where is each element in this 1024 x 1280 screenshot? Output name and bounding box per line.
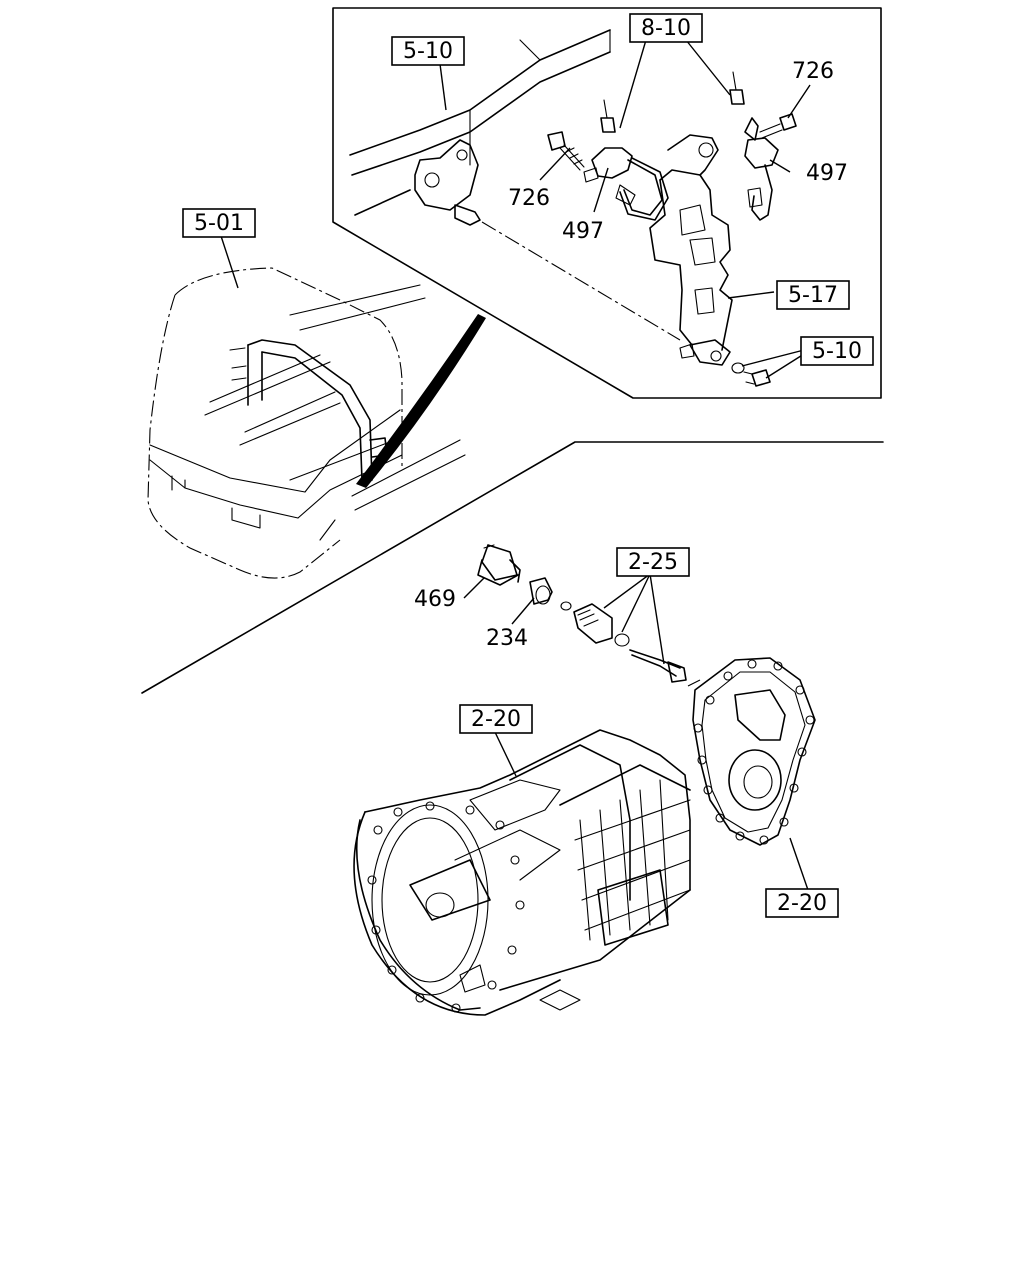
ref-text: 469 xyxy=(414,587,456,612)
detent-assembly-2-25 xyxy=(560,601,687,683)
bolt-hole xyxy=(759,835,769,845)
inset-frame xyxy=(332,7,882,399)
bolt-hole xyxy=(779,817,789,827)
bolt-hole xyxy=(451,1003,461,1013)
frame-rail xyxy=(349,29,611,216)
bolt-hole xyxy=(705,695,715,705)
ref-label-ref-234: 234 xyxy=(486,626,528,651)
shift-lever-5-17 xyxy=(649,134,733,366)
ref-text: 2-25 xyxy=(628,550,678,575)
bolt-726-right xyxy=(759,113,797,139)
frame-bracket xyxy=(414,139,481,226)
ref-label-ref-497-a: 497 xyxy=(806,161,848,186)
bolt-726-left xyxy=(547,131,585,171)
bolt-hole xyxy=(789,783,799,793)
bolt-hole xyxy=(367,875,377,885)
bolt-hole xyxy=(735,831,745,841)
bolt-hole xyxy=(510,855,520,865)
bolt-hole xyxy=(773,661,783,671)
ref-text: 8-10 xyxy=(641,16,691,41)
ref-text: 726 xyxy=(792,59,834,84)
bolt-hole xyxy=(747,659,757,669)
shift-cable xyxy=(356,314,486,488)
ref-label-ref-5-10-a: 5-10 xyxy=(391,36,465,66)
clip-8-10-lower xyxy=(600,99,616,133)
ref-text: 497 xyxy=(806,161,848,186)
ref-text: 5-10 xyxy=(403,39,453,64)
reference-labels: 5-10 8-10 726 497 726 497 5-17 5-10 5-01 2-25 469 2… xyxy=(182,13,874,918)
ref-box xyxy=(616,547,690,577)
switch-469 xyxy=(477,544,521,586)
ref-label-ref-5-17: 5-17 xyxy=(776,280,850,310)
bolt-hole xyxy=(393,807,403,817)
ref-box xyxy=(629,13,703,43)
ref-box xyxy=(776,280,850,310)
ref-text: 5-01 xyxy=(194,211,244,236)
ref-label-ref-497-b: 497 xyxy=(562,219,604,244)
ref-box xyxy=(765,888,839,918)
ref-label-ref-5-01: 5-01 xyxy=(182,208,256,238)
bolt-hole xyxy=(371,925,381,935)
rear-cover xyxy=(687,657,816,846)
bolt-hole xyxy=(373,825,383,835)
ref-label-ref-2-20-a: 2-20 xyxy=(459,704,533,734)
bolt-hole xyxy=(387,965,397,975)
ref-box xyxy=(800,336,874,366)
ref-text: 234 xyxy=(486,626,528,651)
ref-box xyxy=(182,208,256,238)
ref-text: 726 xyxy=(508,186,550,211)
ref-label-ref-5-10-b: 5-10 xyxy=(800,336,874,366)
bolt-hole xyxy=(495,820,505,830)
ref-box xyxy=(459,704,533,734)
ref-text: 2-20 xyxy=(777,891,827,916)
bolt-hole xyxy=(703,785,713,795)
bolt-hole xyxy=(715,813,725,823)
ref-label-ref-469: 469 xyxy=(414,587,456,612)
clip-8-10-upper xyxy=(729,71,745,105)
switch-234 xyxy=(529,577,553,605)
sensor-497-right xyxy=(744,117,779,221)
centerline-bracket xyxy=(481,221,681,341)
ref-label-ref-8-10: 8-10 xyxy=(629,13,703,43)
ref-label-ref-726-b: 726 xyxy=(508,186,550,211)
bolt-hole xyxy=(723,671,733,681)
ref-text: 5-10 xyxy=(812,339,862,364)
leader-lines xyxy=(220,39,811,891)
ref-text: 2-20 xyxy=(471,707,521,732)
cab-interior xyxy=(204,284,466,511)
sensor-497-left xyxy=(583,147,669,221)
transmission-bolts xyxy=(367,801,525,1013)
bolt-hole xyxy=(507,945,517,955)
bolt-hole xyxy=(515,900,525,910)
cab-outline xyxy=(147,267,403,579)
ref-text: 5-17 xyxy=(788,283,838,308)
ref-label-ref-726-a: 726 xyxy=(792,59,834,84)
bolt-hole xyxy=(795,685,805,695)
cab-guard xyxy=(229,339,388,481)
transmission-case xyxy=(353,729,691,1016)
bolt-hole xyxy=(425,801,435,811)
bolt-hole xyxy=(693,723,703,733)
bolt-hole xyxy=(697,755,707,765)
ref-label-ref-2-20-b: 2-20 xyxy=(765,888,839,918)
bolt-hole xyxy=(415,993,425,1003)
bolt-hole xyxy=(465,805,475,815)
rear-cover-bolts xyxy=(693,659,815,845)
bolt-hole xyxy=(487,980,497,990)
section-divider xyxy=(141,441,884,694)
bolt-hole xyxy=(805,715,815,725)
bolt-5-10-lower xyxy=(731,362,771,387)
ref-text: 497 xyxy=(562,219,604,244)
ref-box xyxy=(391,36,465,66)
bolt-hole xyxy=(797,747,807,757)
ref-label-ref-2-25: 2-25 xyxy=(616,547,690,577)
